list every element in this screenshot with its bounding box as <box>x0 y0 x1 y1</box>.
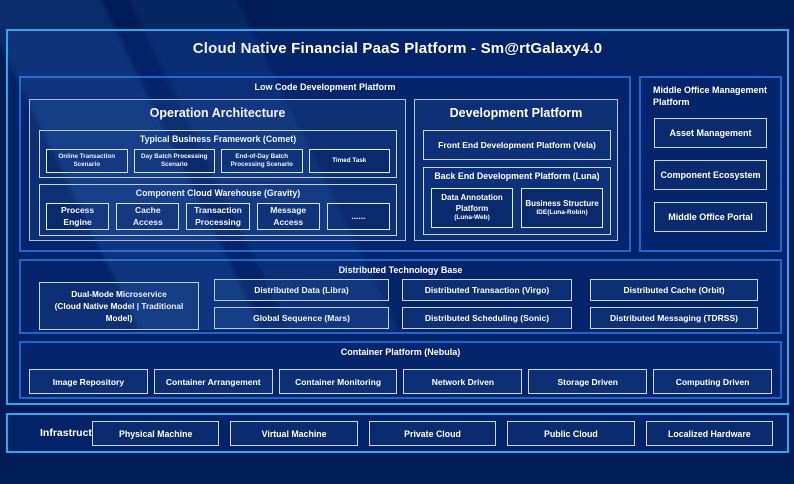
container-platform-label: Container Platform (Nebula) <box>340 347 461 357</box>
section-container-platform-nebula: Container Platform (Nebula) Image Reposi… <box>19 341 782 399</box>
container-item-image-repository: Image Repository <box>29 369 148 394</box>
infra-item-physical-machine: Physical Machine <box>92 421 220 446</box>
box-back-end-development-platform-luna: Back End Development Platform (Luna) Dat… <box>423 167 611 235</box>
gravity-item-cache-access: Cache Access <box>116 203 180 230</box>
container-item-storage-driven: Storage Driven <box>528 369 648 394</box>
back-end-luna-label: Back End Development Platform (Luna) <box>434 171 600 181</box>
comet-item-timed-task: Timed Task <box>308 149 390 173</box>
comet-label: Typical Business Framework (Comet) <box>139 134 297 144</box>
panel-development-platform: Development Platform Front End Developme… <box>414 99 618 241</box>
container-items-row: Image Repository Container Arrangement C… <box>29 369 772 394</box>
section-low-code-development-platform: Low Code Development Platform Operation … <box>19 76 631 252</box>
comet-items-row: Online Transaction Scenario Day Batch Pr… <box>46 149 390 173</box>
low-code-platform-label: Low Code Development Platform <box>254 82 396 92</box>
infrastructure-items-row: Physical Machine Virtual Machine Private… <box>92 421 774 446</box>
infra-item-virtual-machine: Virtual Machine <box>230 421 358 446</box>
dual-mode-line2: (Cloud Native Model | Traditional Model) <box>54 300 184 323</box>
box-dual-mode-microservice: Dual-Mode Microservice (Cloud Native Mod… <box>39 282 199 330</box>
development-platform-title: Development Platform <box>449 106 583 120</box>
infrastructure-label: Infrastructure <box>40 427 109 439</box>
middle-office-label: Middle Office Management Platform <box>653 85 768 108</box>
infra-item-public-cloud: Public Cloud <box>507 421 635 446</box>
luna-item-data-annotation-platform: Data Annotation Platform (Luna-Web) <box>431 188 513 228</box>
section-middle-office-management-platform: Middle Office Management Platform Asset … <box>639 76 782 252</box>
middle-office-item-middle-office-portal: Middle Office Portal <box>654 202 767 232</box>
box-front-end-development-platform-vela: Front End Development Platform (Vela) <box>423 130 611 160</box>
comet-item-day-batch-processing-scenario: Day Batch Processing Scenario <box>133 149 215 173</box>
infra-item-private-cloud: Private Cloud <box>368 421 497 446</box>
comet-item-end-of-day-batch-processing-scenario: End-of-Day Batch Processing Scenario <box>221 149 303 173</box>
dist-item-distributed-data-libra: Distributed Data (Libra) <box>214 279 389 301</box>
business-structure-sub: IDE(Luna-Robin) <box>536 208 588 216</box>
dist-item-distributed-messaging-tdrss: Distributed Messaging (TDRSS) <box>590 307 758 329</box>
middle-office-item-asset-management: Asset Management <box>654 118 767 148</box>
main-frame: Cloud Native Financial PaaS Platform - S… <box>6 29 789 405</box>
luna-item-business-structure-ide: Business Structure IDE(Luna-Robin) <box>521 188 603 228</box>
business-structure-title: Business Structure <box>525 198 599 208</box>
box-component-cloud-warehouse-gravity: Component Cloud Warehouse (Gravity) Proc… <box>39 184 397 236</box>
data-annotation-platform-title: Data Annotation Platform <box>441 193 503 213</box>
dist-item-distributed-cache-orbit: Distributed Cache (Orbit) <box>590 279 758 301</box>
dist-item-distributed-scheduling-sonic: Distributed Scheduling (Sonic) <box>402 307 572 329</box>
container-item-network-driven: Network Driven <box>403 369 523 394</box>
panel-operation-architecture: Operation Architecture Typical Business … <box>29 99 406 241</box>
comet-item-online-transaction-scenario: Online Transaction Scenario <box>46 149 128 173</box>
gravity-item-message-access: Message Access <box>256 203 320 230</box>
container-item-container-arrangement: Container Arrangement <box>153 369 273 394</box>
dist-item-distributed-transaction-virgo: Distributed Transaction (Virgo) <box>402 279 572 301</box>
dual-mode-line1: Dual-Mode Microservice <box>71 288 167 299</box>
gravity-item-transaction-processing: Transaction Processing <box>186 203 250 230</box>
luna-items-row: Data Annotation Platform (Luna-Web) Busi… <box>431 188 603 228</box>
distributed-base-label: Distributed Technology Base <box>338 265 463 275</box>
gravity-items-row: Process Engine Cache Access Transaction … <box>46 203 391 230</box>
infra-item-localized-hardware: Localized Hardware <box>645 421 774 446</box>
page-title: Cloud Native Financial PaaS Platform - S… <box>192 40 603 57</box>
gravity-label: Component Cloud Warehouse (Gravity) <box>135 188 301 198</box>
operation-architecture-title: Operation Architecture <box>149 106 286 120</box>
container-item-container-monitoring: Container Monitoring <box>278 369 398 394</box>
section-infrastructure: Infrastructure Physical Machine Virtual … <box>6 413 789 453</box>
data-annotation-platform-sub: (Luna-Web) <box>454 214 490 222</box>
section-distributed-technology-base: Distributed Technology Base Dual-Mode Mi… <box>19 259 782 334</box>
dist-item-global-sequence-mars: Global Sequence (Mars) <box>214 307 389 329</box>
container-item-computing-driven: Computing Driven <box>653 369 772 394</box>
gravity-item-ellipsis: ...... <box>326 203 391 230</box>
middle-office-item-component-ecosystem: Component Ecosystem <box>654 160 767 190</box>
gravity-item-process-engine: Process Engine <box>46 203 110 230</box>
box-typical-business-framework-comet: Typical Business Framework (Comet) Onlin… <box>39 130 397 178</box>
